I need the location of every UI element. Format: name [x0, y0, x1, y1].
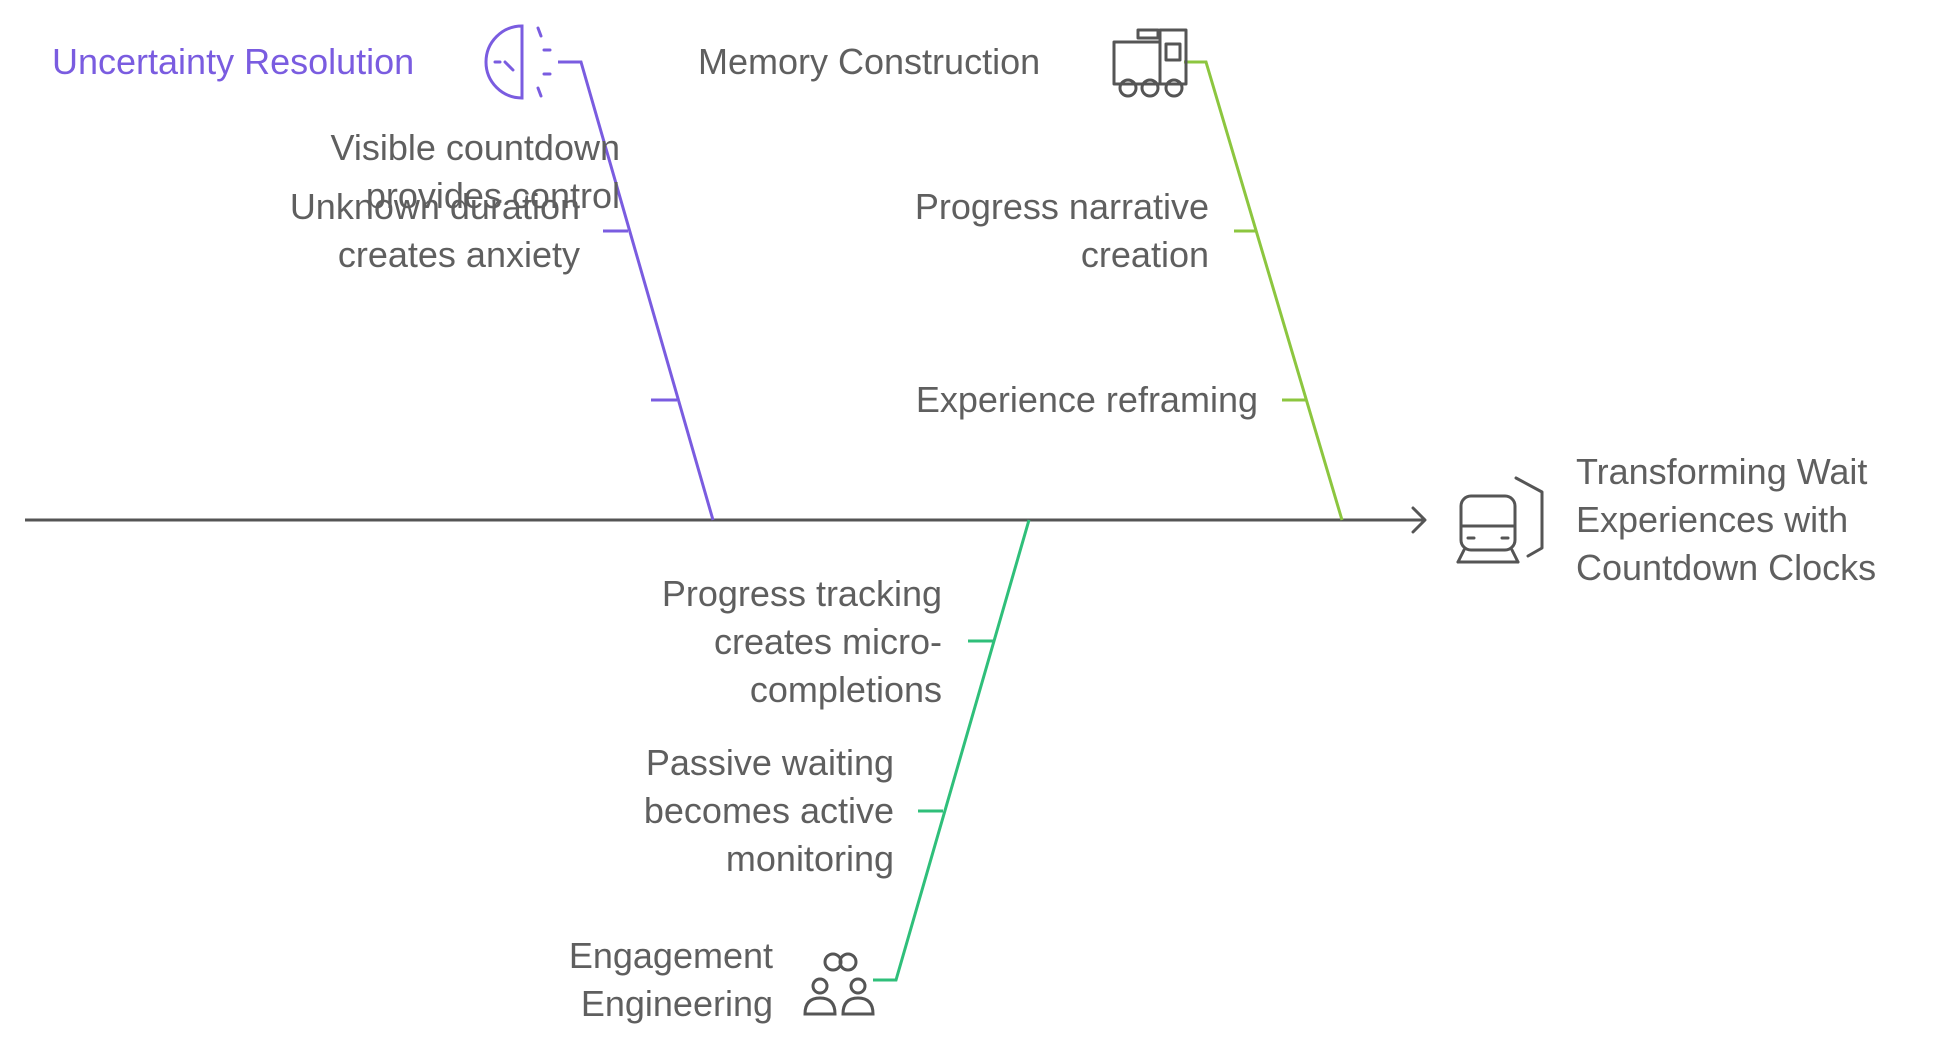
bone-memory-construction	[1184, 60, 1344, 521]
cause-progress-narrative: Progress narrative creation	[915, 183, 1209, 279]
cause-progress-narrative-line-2: creation	[1080, 234, 1209, 275]
people-link-icon	[803, 952, 875, 1016]
effect-title-line-3: Countdown Clocks	[1576, 547, 1877, 588]
category-title-engagement-line-1: Engagement	[568, 935, 773, 976]
cause-unknown-duration-line-2: creates anxiety	[337, 234, 580, 275]
bone-uncertainty-resolution	[558, 60, 715, 521]
cause-passive-waiting-line-1: Passive waiting	[645, 742, 894, 783]
cause-visible-countdown: Visible countdown provides control	[330, 124, 620, 220]
effect-title: Transforming Wait Experiences with Count…	[1576, 448, 1876, 592]
cause-passive-waiting-line-2: becomes active	[643, 790, 894, 831]
category-title-memory-construction: Memory Construction	[698, 41, 1041, 82]
cause-passive-waiting: Passive waiting becomes active monitorin…	[644, 739, 894, 883]
cause-unknown-duration-line-1: Unknown duration	[289, 186, 580, 227]
cause-progress-tracking: Progress tracking creates micro- complet…	[662, 570, 942, 714]
clock-dashed-icon	[484, 24, 552, 100]
cause-experience-reframing: Experience reframing	[915, 379, 1258, 420]
spine-arrowhead	[1411, 506, 1427, 534]
cause-passive-waiting-line-3: monitoring	[725, 838, 894, 879]
effect-title-line-2: Experiences with	[1576, 499, 1849, 540]
effect-title-line-1: Transforming Wait	[1576, 451, 1868, 492]
train-icon	[1456, 476, 1544, 564]
category-title-engagement-line-2: Engineering	[580, 983, 773, 1024]
bone-engagement-engineering	[873, 519, 1031, 982]
category-title-uncertainty-resolution: Uncertainty Resolution	[52, 41, 415, 82]
cause-progress-tracking-line-2: creates micro-	[713, 621, 942, 662]
toy-train-icon	[1112, 28, 1188, 98]
cause-visible-countdown-line-1: Visible countdown	[330, 127, 620, 168]
cause-progress-narrative-line-1: Progress narrative	[914, 186, 1209, 227]
cause-unknown-duration: Unknown duration creates anxiety	[290, 183, 580, 279]
cause-progress-tracking-line-1: Progress tracking	[661, 573, 942, 614]
cause-visible-countdown-line-2: provides control	[365, 175, 620, 216]
category-title-engagement-engineering: Engagement Engineering	[569, 932, 773, 1028]
cause-progress-tracking-line-3: completions	[749, 669, 942, 710]
